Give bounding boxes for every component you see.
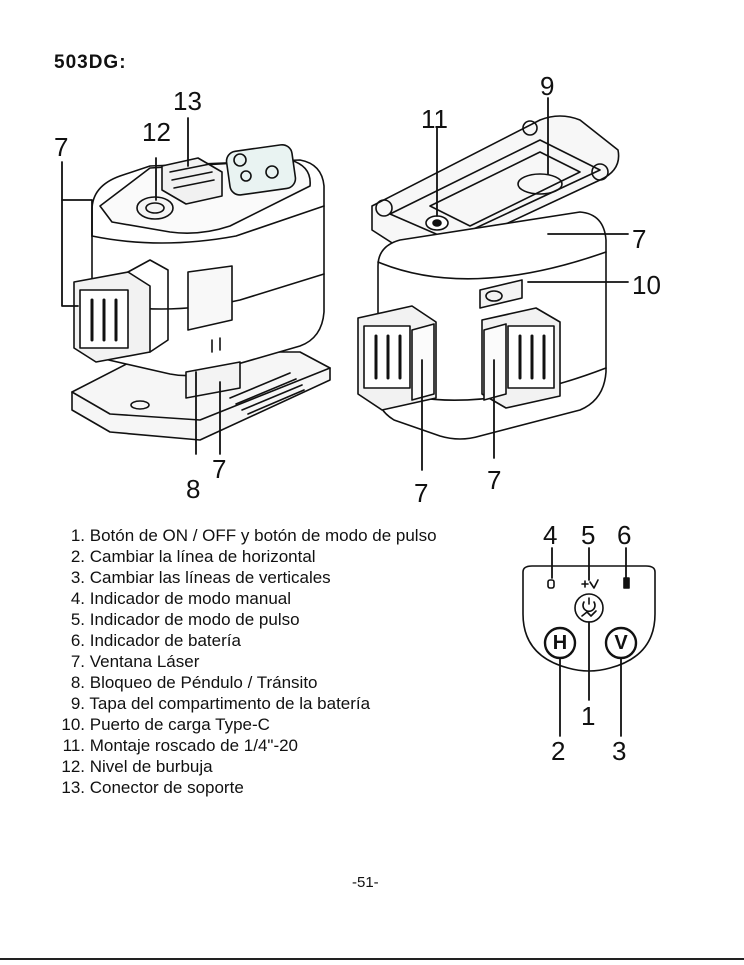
page-number: -51- bbox=[352, 874, 379, 891]
callout-label: 7 bbox=[632, 224, 647, 254]
control-panel-drawing bbox=[522, 547, 656, 737]
legend-item: 4. Indicador de modo manual bbox=[70, 589, 292, 608]
right-unit-drawing bbox=[357, 115, 620, 440]
panel-callout: 3 bbox=[612, 736, 627, 766]
parts-legend: 1. Botón de ON / OFF y botón de modo de … bbox=[40, 525, 437, 798]
page-title: 503DG: bbox=[54, 52, 127, 73]
legend-item: 2. Cambiar la línea de horizontal bbox=[70, 547, 316, 566]
callout-label: 7 bbox=[54, 132, 69, 162]
legend-item: 8. Bloqueo de Péndulo / Tránsito bbox=[70, 673, 318, 692]
legend-item: 6. Indicador de batería bbox=[70, 631, 241, 650]
horizontal-button-label: H bbox=[552, 632, 568, 654]
legend-item: 1. Botón de ON / OFF y botón de modo de … bbox=[70, 526, 437, 545]
legend-item: 7. Ventana Láser bbox=[70, 652, 200, 671]
legend-item: 12. Nivel de burbuja bbox=[61, 757, 213, 776]
legend-item: 13. Conector de soporte bbox=[61, 778, 244, 797]
callout-label: 7 bbox=[414, 478, 429, 508]
callout-label: 11 bbox=[421, 104, 448, 134]
callout-label: 13 bbox=[173, 86, 202, 116]
callout-label: 9 bbox=[540, 71, 555, 101]
legend-item: 9. Tapa del compartimento de la batería bbox=[70, 694, 371, 713]
panel-callout: 6 bbox=[617, 520, 632, 550]
callout-label: 7 bbox=[487, 465, 502, 495]
callout-label: 8 bbox=[186, 474, 201, 504]
left-unit-drawing bbox=[71, 143, 331, 441]
panel-callout: 1 bbox=[581, 701, 596, 731]
callout-label: 10 bbox=[632, 270, 661, 300]
legend-item: 10. Puerto de carga Type-C bbox=[61, 715, 270, 734]
legend-item: 5. Indicador de modo de pulso bbox=[70, 610, 300, 629]
legend-item: 11. Montaje roscado de 1/4"-20 bbox=[62, 736, 299, 755]
bottom-rule bbox=[0, 958, 744, 960]
callout-label: 12 bbox=[142, 117, 171, 147]
panel-callout: 4 bbox=[543, 520, 558, 550]
legend-item: 3. Cambiar las líneas de verticales bbox=[70, 568, 331, 587]
callout-label: 7 bbox=[212, 454, 227, 484]
panel-callout: 2 bbox=[551, 736, 566, 766]
vertical-button-label: V bbox=[614, 632, 628, 654]
panel-callout: 5 bbox=[581, 520, 596, 550]
